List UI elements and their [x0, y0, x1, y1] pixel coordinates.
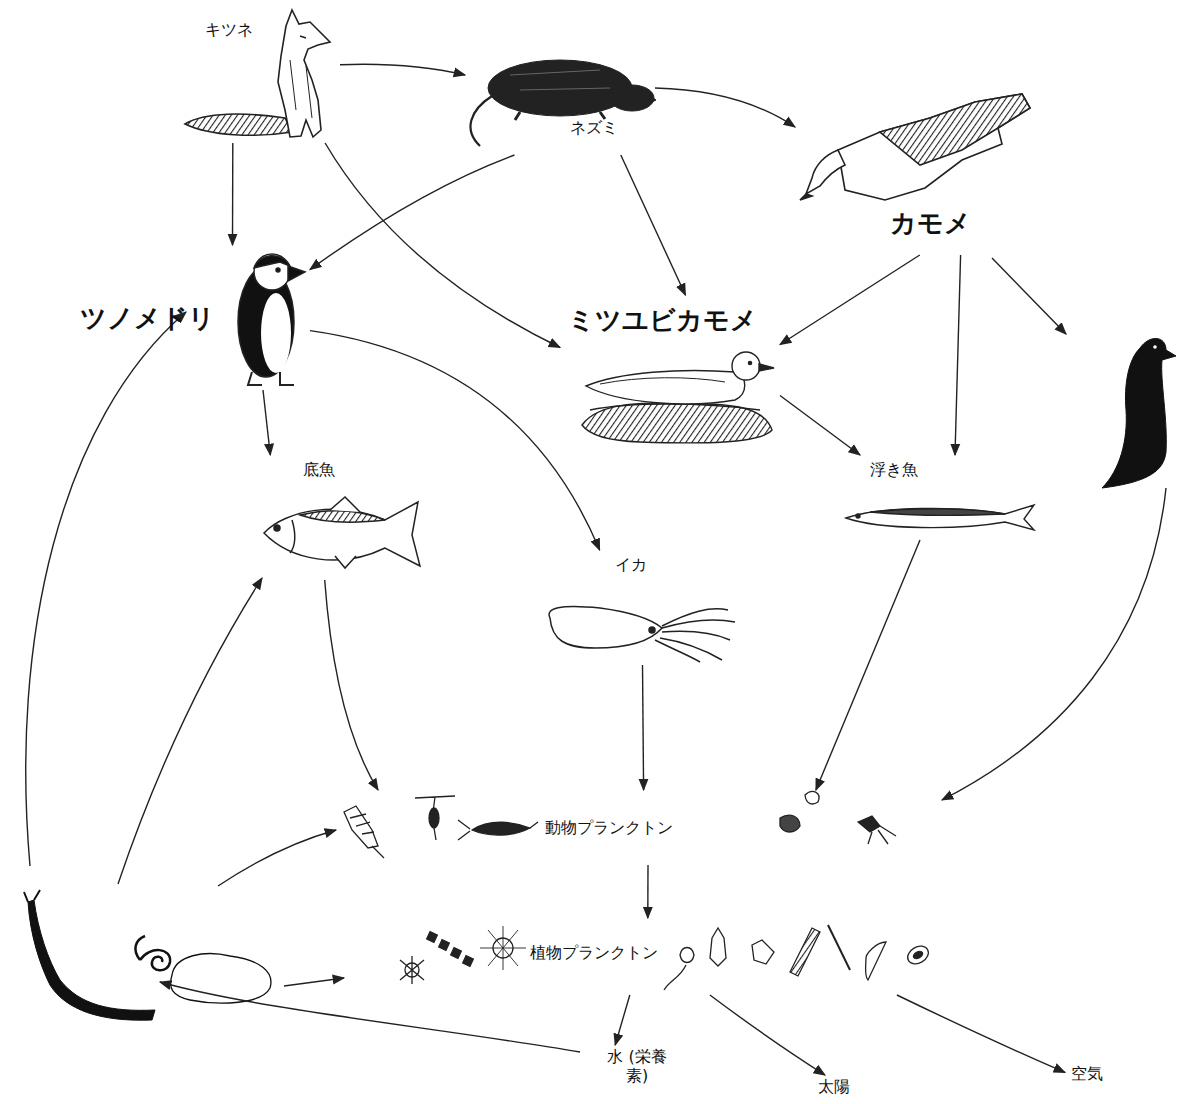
- food-web-arrow: [643, 665, 644, 790]
- species-name-bold: カモメ: [890, 208, 971, 239]
- animal-label-node: キツネ: [175, 8, 340, 143]
- species-name: キツネ: [205, 20, 253, 39]
- species-name: ネズミ: [570, 118, 618, 137]
- species-name: 動物プランクトン: [545, 818, 673, 837]
- fox-figure: [185, 10, 330, 137]
- species-name: 底魚: [303, 460, 335, 479]
- food-web-arrow: [263, 390, 270, 455]
- phytoplankton-figures: [400, 925, 932, 990]
- species-name: 浮き魚: [870, 460, 918, 479]
- food-web-arrow: [897, 995, 1065, 1072]
- food-web-arrow: [655, 88, 795, 127]
- animal-label-node: カモメ: [795, 95, 1035, 255]
- animal-label-node: ミツユビカモメ: [560, 295, 780, 445]
- species-name-bold: ミツユビカモメ: [568, 305, 757, 336]
- species-name: 空気: [1071, 1064, 1103, 1083]
- food-web-arrow: [780, 396, 860, 456]
- food-web-arrow: [310, 155, 514, 270]
- animal-label-node: イカ: [545, 550, 740, 665]
- benthic-worm-figures: [24, 890, 271, 1020]
- animal-label-node: 底魚: [255, 455, 425, 580]
- species-name: イカ: [615, 555, 647, 574]
- species-name: 水 (栄養素): [602, 1047, 672, 1085]
- food-web-arrow: [710, 995, 825, 1075]
- resource-node: 空気: [1065, 1062, 1115, 1088]
- food-web-arrow: [325, 580, 378, 790]
- rat-figure: [471, 60, 656, 146]
- zooplankton-figures: [344, 791, 896, 858]
- food-web-arrow: [232, 143, 234, 245]
- food-web-arrow: [955, 255, 961, 455]
- squid-figure: [549, 606, 735, 662]
- animal-label-node: ツノメドリ: [75, 245, 310, 390]
- animal-label-node: 浮き魚: [840, 455, 1040, 540]
- food-web-arrow: [647, 865, 649, 918]
- resource-node: 太陽: [812, 1075, 862, 1101]
- pelagic-fish-figure: [846, 505, 1034, 530]
- food-web-arrow: [615, 995, 630, 1045]
- food-web-arrow: [310, 331, 600, 550]
- food-web-arrows: [26, 258, 1166, 1052]
- plankton-group-node: 動物プランクトン: [330, 790, 945, 865]
- species-name-bold: ツノメドリ: [80, 303, 215, 334]
- food-web-arrow: [816, 540, 920, 790]
- species-name: 植物プランクトン: [530, 943, 658, 962]
- resource-node: 水 (栄養素): [600, 1045, 676, 1095]
- food-web-arrow: [621, 155, 686, 295]
- food-web-arrow: [325, 143, 560, 348]
- guillemot-figure: [1102, 338, 1176, 488]
- animal-label-node: ネズミ: [465, 55, 655, 155]
- food-web-arrow: [780, 255, 920, 345]
- gull-figure: [800, 94, 1030, 200]
- species-name: 太陽: [818, 1077, 850, 1096]
- puffin-figure: [238, 254, 305, 385]
- plankton-group-node: 植物プランクトン: [390, 918, 935, 995]
- kittiwake-figure: [582, 352, 774, 443]
- demersal-fish-figure: [264, 497, 420, 568]
- food-web-arrow: [340, 64, 465, 75]
